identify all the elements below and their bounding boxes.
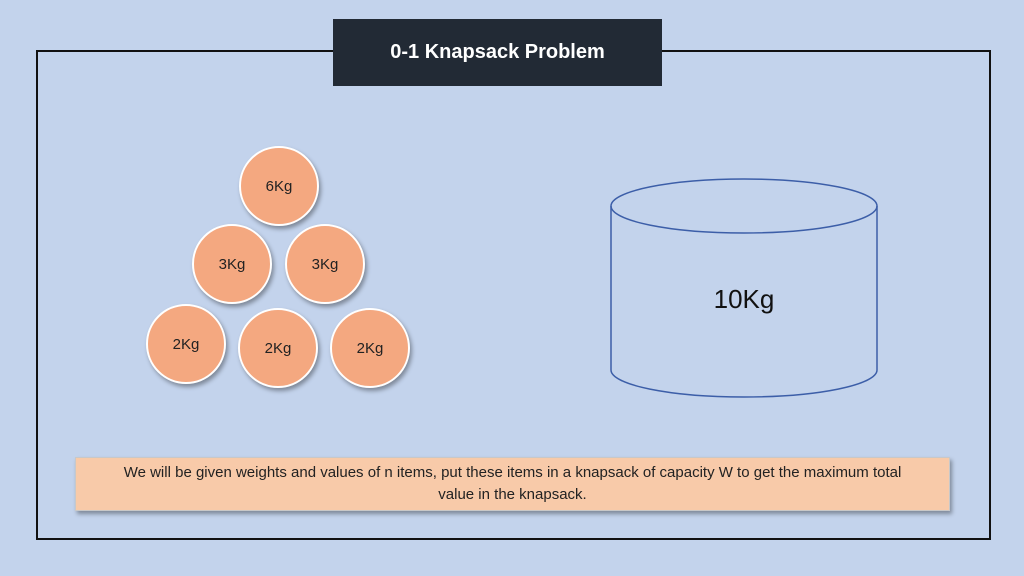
- item-weight-label: 2Kg: [356, 339, 384, 357]
- description-box: We will be given weights and values of n…: [75, 457, 950, 511]
- knapsack-top: [610, 178, 878, 234]
- item-weight-label: 2Kg: [172, 335, 200, 353]
- item-weight-label: 3Kg: [218, 255, 246, 273]
- item-circle: 2Kg: [330, 308, 410, 388]
- item-circle: 2Kg: [146, 304, 226, 384]
- description-text: We will be given weights and values of n…: [123, 464, 902, 503]
- knapsack-capacity-label: 10Kg: [713, 284, 775, 314]
- knapsack-body: [610, 206, 878, 398]
- item-weight-label: 2Kg: [264, 339, 292, 357]
- item-weight-label: 3Kg: [311, 255, 339, 273]
- item-circle: 3Kg: [192, 224, 272, 304]
- item-circle: 2Kg: [238, 308, 318, 388]
- slide-title: 0-1 Knapsack Problem: [390, 41, 605, 63]
- item-weight-label: 6Kg: [265, 177, 293, 195]
- title-box: 0-1 Knapsack Problem: [333, 19, 662, 86]
- item-circle: 6Kg: [239, 146, 319, 226]
- knapsack-cylinder: [610, 178, 878, 398]
- item-circle: 3Kg: [285, 224, 365, 304]
